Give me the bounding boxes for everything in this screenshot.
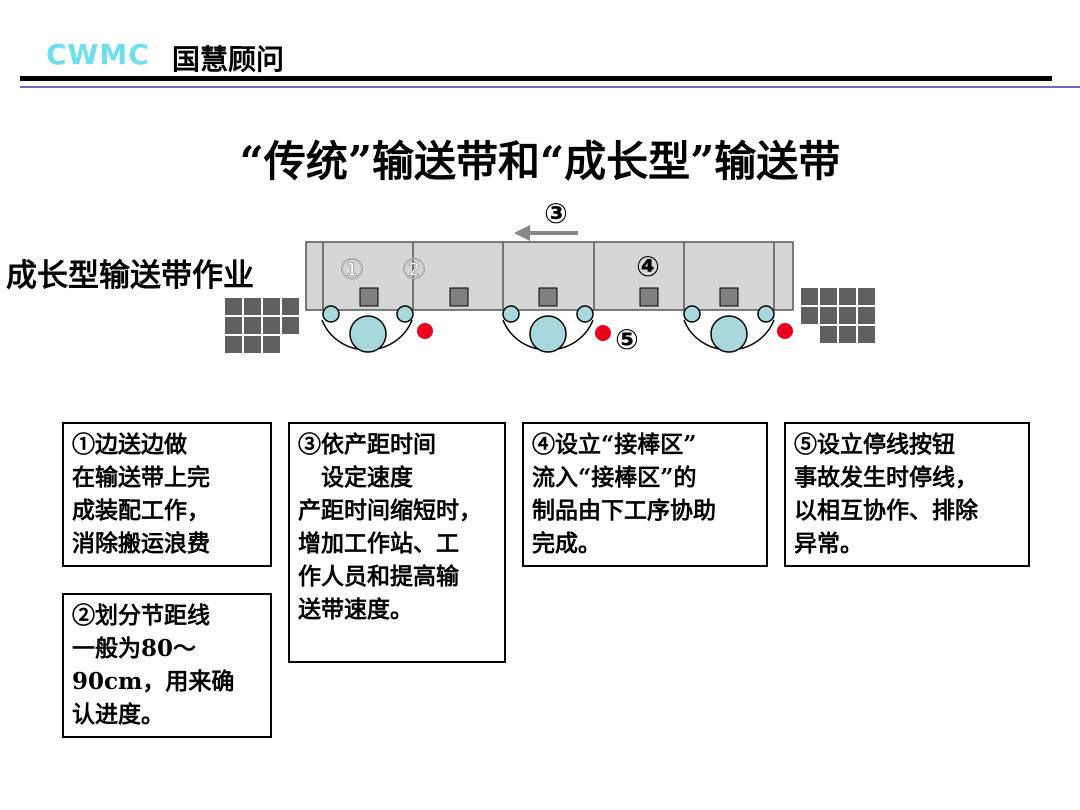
stop-button-icons bbox=[417, 323, 793, 341]
company-name: 国慧顾问 bbox=[172, 43, 285, 76]
header-rule-thin bbox=[20, 86, 1080, 88]
page-title: “传统”输送带和“成长型”输送带 bbox=[239, 137, 841, 186]
input-stock bbox=[223, 296, 301, 355]
note-box-1: ①边送边做 在输送带上完 成装配工作， 消除搬运浪费 bbox=[62, 422, 272, 567]
logo: CWMC bbox=[46, 38, 150, 71]
header-rule bbox=[20, 76, 1052, 81]
belt-products bbox=[359, 287, 739, 307]
pitch-lines bbox=[322, 242, 775, 310]
worker-1 bbox=[321, 305, 414, 353]
worker-2 bbox=[502, 305, 594, 353]
marker-1: ① bbox=[339, 253, 364, 286]
note-box-5: ⑤设立停线按钮 事故发生时停线， 以相互协作、排除 异常。 bbox=[784, 422, 1030, 567]
note-box-4: ④设立“接棒区” 流入“接棒区”的 制品由下工序协助 完成。 bbox=[522, 422, 768, 567]
note-box-3: ③依产距时间 设定速度 产距时间缩短时， 增加工作站、工 作人员和提高输 送带速… bbox=[288, 422, 506, 663]
marker-2: ② bbox=[401, 253, 426, 286]
worker-3 bbox=[683, 305, 775, 353]
conveyor-diagram: ① ② ③ ④ ⑤ bbox=[223, 197, 877, 356]
note-box-2: ②划分节距线 一般为80～ 90cm，用来确 认进度。 bbox=[62, 593, 272, 738]
marker-5: ⑤ bbox=[615, 323, 639, 356]
output-stock bbox=[799, 286, 877, 345]
diagram-label: 成长型输送带作业 bbox=[6, 258, 254, 294]
marker-3: ③ bbox=[544, 197, 568, 230]
marker-4: ④ bbox=[636, 250, 660, 283]
flow-arrow-icon bbox=[514, 225, 578, 241]
